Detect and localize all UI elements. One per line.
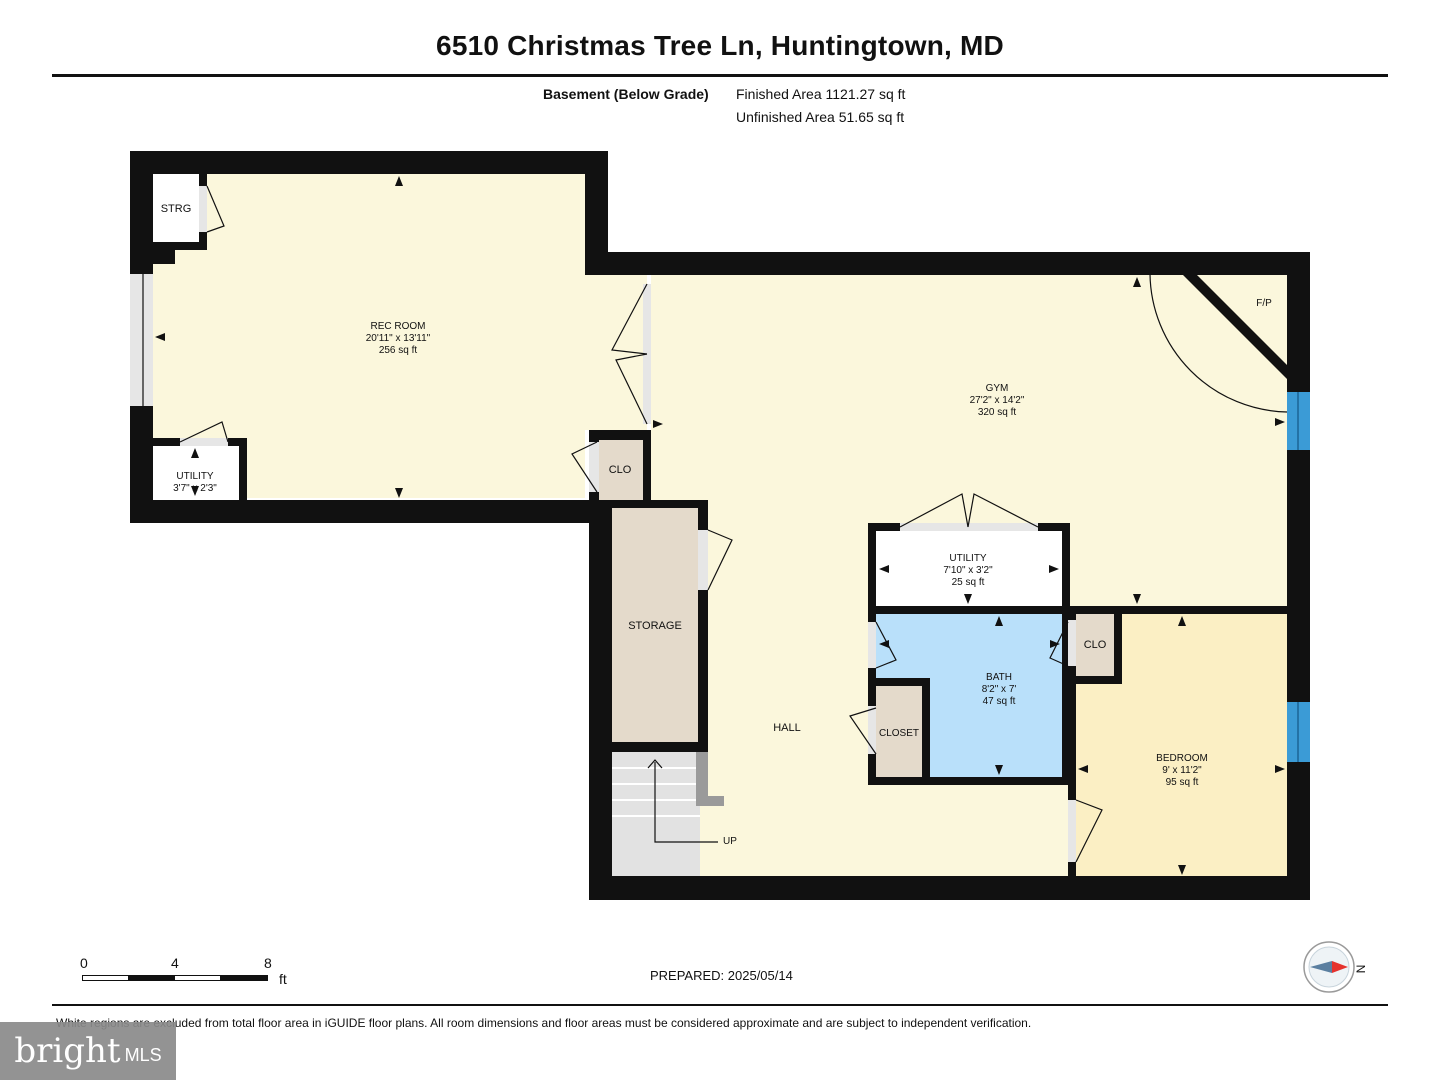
footer-rule — [52, 1004, 1388, 1006]
clo-rec-floor — [598, 440, 644, 500]
strg-floor — [153, 174, 199, 242]
stair-arrow — [654, 762, 718, 843]
bath-area: 47 sq ft — [983, 696, 1016, 707]
storage-floor — [612, 508, 698, 742]
scale-seg-3 — [174, 975, 221, 981]
utility-name: UTILITY — [949, 553, 987, 564]
level-label: Basement (Below Grade) — [543, 86, 709, 102]
bath-dims: 8'2" x 7' — [982, 684, 1017, 695]
hall-label: HALL — [773, 722, 801, 734]
bedroom-area: 95 sq ft — [1166, 777, 1199, 788]
stair-rail — [696, 752, 708, 798]
scale-unit: ft — [279, 971, 287, 987]
finished-area: Finished Area 1121.27 sq ft — [736, 86, 906, 102]
stairs-floor — [612, 752, 700, 876]
unfinished-area: Unfinished Area 51.65 sq ft — [736, 109, 905, 125]
door-swings — [142, 185, 1288, 863]
utility-small-dims: 3'7" x 2'3" — [173, 483, 217, 494]
utility-small-name: UTILITY — [176, 471, 214, 482]
scale-seg-1 — [82, 975, 129, 981]
disclaimer-text: White regions are excluded from total fl… — [56, 1016, 1032, 1030]
rec-room-name: REC ROOM — [371, 321, 426, 332]
brand-logo-suffix: MLS — [124, 1044, 162, 1065]
brand-watermark: bright MLS — [0, 1022, 176, 1080]
header-rule — [52, 74, 1388, 77]
closet-label: CLOSET — [879, 728, 919, 739]
brand-logo-text: bright — [14, 1031, 121, 1071]
utility-dims: 7'10" x 3'2" — [943, 565, 993, 576]
up-label: UP — [723, 836, 737, 847]
clo-bath-floor — [1076, 614, 1114, 676]
rec-room-floor-ext — [585, 274, 647, 430]
closet-floor — [876, 686, 922, 778]
prepared-date: PREPARED: 2025/05/14 — [650, 968, 793, 983]
scale-tick-0: 0 — [80, 955, 88, 971]
strg-label: STRG — [161, 203, 192, 215]
clo-rec-label: CLO — [609, 464, 632, 476]
stair-treads — [612, 767, 700, 817]
utility-area: 25 sq ft — [952, 577, 985, 588]
storage-label: STORAGE — [628, 620, 682, 632]
bedroom-dims: 9' x 11'2" — [1162, 765, 1202, 776]
stair-rail-foot — [696, 796, 724, 806]
rec-room-area: 256 sq ft — [379, 345, 418, 356]
page-title: 6510 Christmas Tree Ln, Huntingtown, MD — [436, 30, 1004, 61]
scale-tick-8: 8 — [264, 955, 272, 971]
compass-n-label: N — [1353, 964, 1368, 974]
scale-seg-2 — [128, 975, 175, 981]
scale-bar: 0 4 8 ft — [80, 955, 300, 995]
dimension-arrows — [155, 176, 1285, 875]
bath-name: BATH — [986, 672, 1012, 683]
gym-area: 320 sq ft — [978, 407, 1017, 418]
stair-arrow-head — [647, 759, 663, 769]
rec-room-dims: 20'11" x 13'11" — [366, 333, 431, 344]
gym-dims: 27'2" x 14'2" — [970, 395, 1025, 406]
fp-label: F/P — [1256, 298, 1272, 309]
bedroom-name: BEDROOM — [1156, 753, 1208, 764]
clo-bath-label: CLO — [1084, 639, 1107, 651]
scale-tick-4: 4 — [171, 955, 179, 971]
gym-name: GYM — [986, 383, 1009, 394]
utility-floor — [876, 530, 1062, 606]
compass-icon — [1303, 941, 1355, 993]
door-gaps — [130, 186, 1076, 862]
scale-seg-4 — [220, 975, 268, 981]
